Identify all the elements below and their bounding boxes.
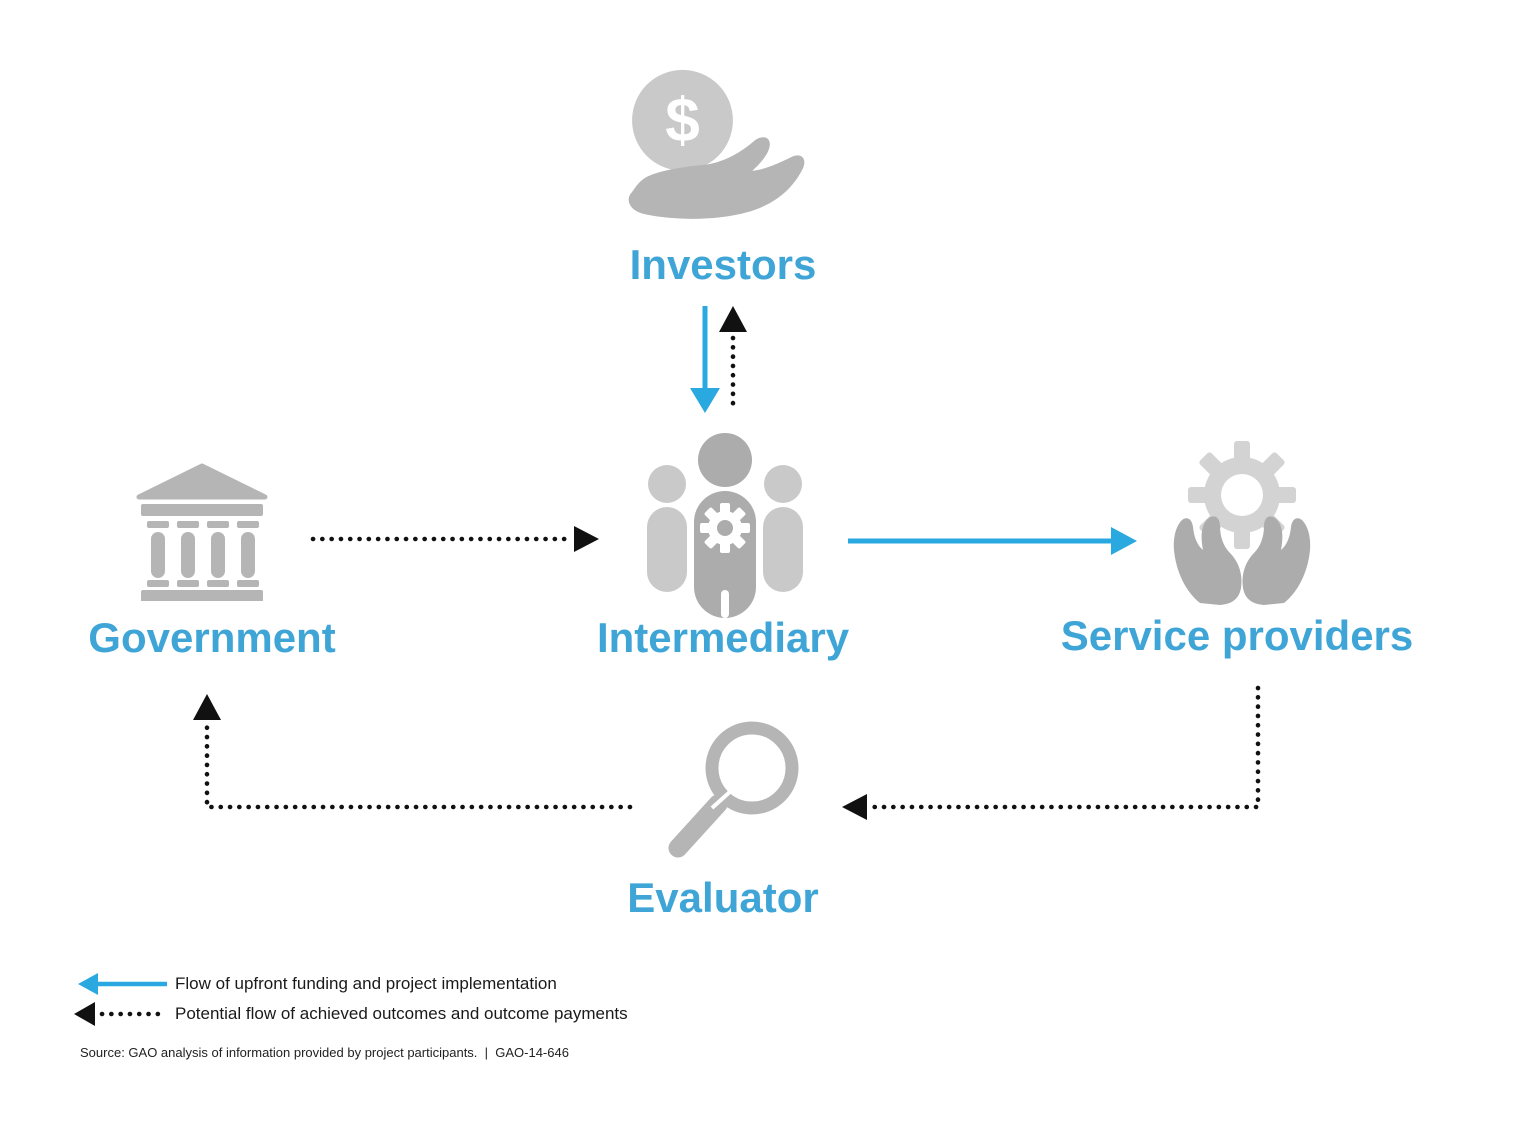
dollar-sign-glyph: $: [665, 87, 700, 156]
legend-item-solid-flow-label: Flow of upfront funding and project impl…: [175, 974, 557, 993]
node-label-investors: Investors: [629, 241, 817, 288]
node-label-intermediary: Intermediary: [596, 614, 850, 661]
flow-government-to-intermediary-arrow: [310, 526, 599, 552]
hands-holding-gear-icon: [1173, 441, 1311, 605]
people-group-gear-icon: [647, 433, 803, 618]
flow-intermediary-to-service-providers-arrow: [848, 527, 1137, 555]
node-label-government: Government: [88, 614, 336, 661]
gear-glyph: [1188, 441, 1296, 549]
legend-item-dotted-flow-label: Potential flow of achieved outcomes and …: [175, 1004, 628, 1023]
flow-intermediary-to-investors-arrow: [719, 306, 747, 413]
government-building-icon: [136, 463, 268, 601]
gear-glyph: [700, 503, 750, 553]
legend-dotted-black-arrow: [74, 1002, 163, 1026]
flow-investors-to-intermediary-arrow: [690, 306, 720, 413]
hand-shape: [628, 137, 805, 219]
legend-solid-blue-arrow: [78, 973, 167, 995]
cupped-hands: [1173, 516, 1311, 605]
flow-evaluator-to-government-arrow: [193, 694, 633, 810]
magnifier-icon: [668, 721, 799, 858]
node-label-service-providers: Service providers: [1060, 612, 1414, 659]
money-hand-icon: $: [628, 69, 805, 219]
source-note: Source: GAO analysis of information prov…: [80, 1045, 569, 1060]
flow-service-providers-to-evaluator-arrow: [842, 685, 1261, 820]
node-label-evaluator: Evaluator: [627, 874, 819, 921]
